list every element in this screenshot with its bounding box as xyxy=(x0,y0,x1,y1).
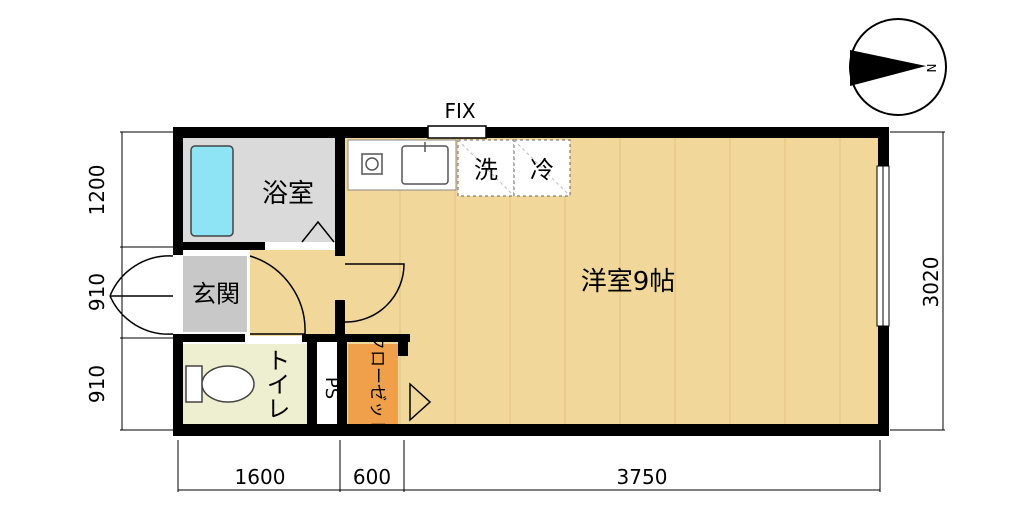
room-label-ps: PS xyxy=(321,377,342,399)
dim-left-1: 1200 xyxy=(85,165,109,216)
bathtub xyxy=(190,145,234,237)
appliance-label-fridge: 冷 xyxy=(530,156,554,184)
room-label-main: 洋室9帖 xyxy=(581,267,676,297)
doors xyxy=(109,220,432,422)
toilet-tank xyxy=(185,365,203,403)
room-label-toilet: トイレ xyxy=(262,348,290,420)
dim-bottom-1: 1600 xyxy=(235,465,286,489)
compass-rose: N xyxy=(849,18,947,116)
dim-bottom-3: 3750 xyxy=(617,465,668,489)
closet-fill xyxy=(348,344,398,424)
compass-north-label: N xyxy=(925,64,939,73)
appliance-label-washer: 洗 xyxy=(474,156,498,184)
dim-left-2: 910 xyxy=(85,273,109,311)
dim-left-3: 910 xyxy=(85,365,109,403)
fix-window xyxy=(427,125,487,139)
dim-right: 3020 xyxy=(919,257,943,308)
room-label-closet: クローゼット xyxy=(367,333,387,435)
toilet-bowl-icon xyxy=(201,365,255,403)
room-label-entrance: 玄関 xyxy=(192,280,240,308)
dim-bottom-2: 600 xyxy=(353,465,391,489)
stove-icon xyxy=(361,153,383,175)
north-arrow-icon xyxy=(850,50,926,86)
entrance-floor xyxy=(183,256,247,332)
dimension-lines xyxy=(120,131,945,492)
room-label-bath: 浴室 xyxy=(262,179,314,209)
window-label-fix: FIX xyxy=(444,99,475,123)
